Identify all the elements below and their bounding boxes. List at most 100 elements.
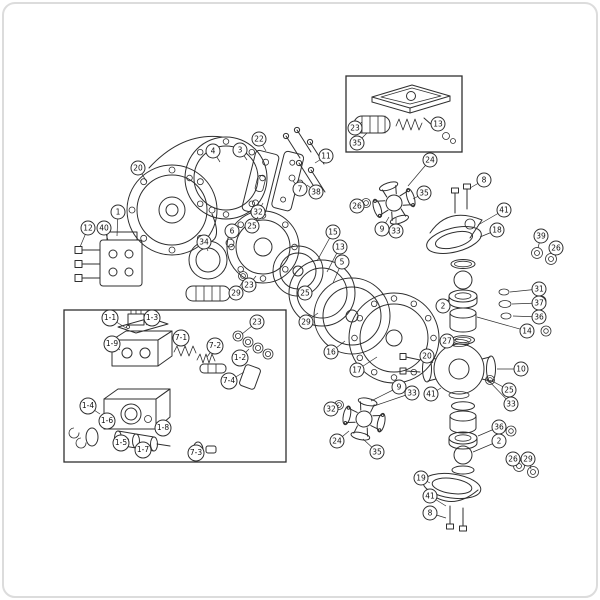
callout-balloon: [249, 314, 265, 330]
callout-40: 40: [96, 220, 112, 241]
callout-number: 2: [497, 437, 502, 446]
callout-number: 41: [499, 206, 509, 215]
callout-2: 2: [472, 433, 507, 453]
callout-balloon: [349, 198, 365, 214]
callout-balloon: [101, 309, 119, 327]
inset-box-muffler: [345, 75, 463, 153]
callout-13: 13: [326, 239, 348, 273]
callout-balloon: [251, 131, 267, 147]
check-ball-upper: [453, 270, 473, 290]
callout-number: 23: [350, 124, 360, 133]
callout-23: 23: [347, 120, 363, 136]
callout-35: 35: [362, 438, 385, 460]
rear-flange-bolt-holes: [186, 138, 266, 218]
callout-balloon: [250, 204, 266, 220]
callout-balloon: [435, 298, 451, 314]
callout-1-9: 1-9: [103, 335, 121, 353]
callout-number: 22: [254, 135, 264, 144]
callout-balloon: [96, 220, 112, 236]
callout-number: 26: [352, 202, 362, 211]
callout-number: 1-3: [146, 313, 158, 322]
callout-balloon: [349, 135, 365, 151]
callout-number: 32: [326, 405, 336, 414]
callout-number: 5: [340, 258, 345, 267]
callout-balloon: [241, 277, 257, 293]
callout-balloon: [491, 433, 507, 449]
ball-valve-fitting-lower: [338, 393, 390, 445]
callout-26: 26: [548, 240, 564, 256]
callout-balloon: [520, 451, 536, 467]
callout-balloon: [143, 309, 161, 327]
callout-number: 1-1: [104, 313, 116, 322]
callout-19: 19: [413, 470, 431, 486]
callout-number: 1-7: [137, 445, 149, 454]
callout-balloon: [388, 223, 404, 239]
callout-number: 10: [516, 365, 526, 374]
callout-6: 6: [224, 223, 240, 241]
callout-24: 24: [329, 430, 350, 449]
callout-23: 23: [241, 314, 265, 335]
callout-number: 24: [425, 156, 435, 165]
callout-22: 22: [251, 131, 267, 152]
callout-number: 12: [83, 224, 93, 233]
callout-41: 41: [422, 488, 447, 507]
callout-37: 37: [511, 295, 547, 311]
callout-41: 41: [477, 202, 512, 226]
callout-number: 25: [300, 289, 310, 298]
callout-1-5: 1-5: [112, 434, 130, 452]
callout-number: 7: [298, 185, 303, 194]
callout-balloon: [513, 361, 529, 377]
callout-9: 9: [374, 216, 390, 237]
callout-41: 41: [423, 386, 442, 402]
callout-balloon: [531, 309, 547, 325]
callout-24: 24: [407, 152, 438, 187]
diaphragm-secondary: [313, 277, 391, 355]
callout-1: 1: [110, 204, 126, 237]
callout-number: 1-6: [101, 416, 113, 425]
callout-balloon: [172, 329, 190, 347]
callout-number: 2: [441, 302, 446, 311]
callout-balloon: [496, 202, 512, 218]
air-motor-bolts: [282, 126, 326, 193]
callout-number: 17: [352, 366, 362, 375]
callout-balloon: [187, 444, 205, 462]
muffler-detail-inset: [345, 75, 463, 153]
callout-balloon: [224, 223, 240, 239]
callout-number: 26: [551, 244, 561, 253]
callout-balloon: [329, 433, 345, 449]
air-motor-section: [126, 135, 304, 302]
callout-33: 33: [373, 385, 420, 407]
callout-25: 25: [244, 216, 260, 234]
callout-balloon: [413, 470, 429, 486]
callout-number: 33: [407, 389, 417, 398]
callout-balloon: [297, 285, 313, 301]
callout-7-3: 7-3: [187, 444, 205, 462]
callout-29: 29: [298, 312, 319, 330]
callout-7: 7: [292, 180, 308, 197]
top-manifold-bolts: [451, 183, 471, 214]
callout-29: 29: [520, 451, 536, 470]
callout-number: 35: [372, 448, 382, 457]
callout-balloon: [423, 386, 439, 402]
callout-7-4: 7-4: [220, 371, 245, 390]
callout-39: 39: [533, 228, 549, 249]
callout-balloon: [505, 451, 521, 467]
callout-balloon: [369, 444, 385, 460]
callout-5: 5: [332, 254, 350, 284]
callout-number: 7-1: [175, 333, 187, 342]
callout-balloon: [318, 148, 334, 164]
valve-seat-lower: [448, 431, 478, 450]
callout-balloon: [519, 323, 535, 339]
pilot-valve-block: [74, 231, 143, 287]
callout-number: 39: [536, 232, 546, 241]
callout-33: 33: [388, 218, 404, 239]
callout-balloon: [391, 379, 407, 395]
callout-balloon: [325, 224, 341, 240]
callout-25: 25: [297, 285, 313, 301]
callout-number: 38: [311, 188, 321, 197]
callout-number: 8: [428, 509, 433, 518]
callout-32: 32: [323, 401, 340, 417]
callout-number: 25: [247, 222, 257, 231]
